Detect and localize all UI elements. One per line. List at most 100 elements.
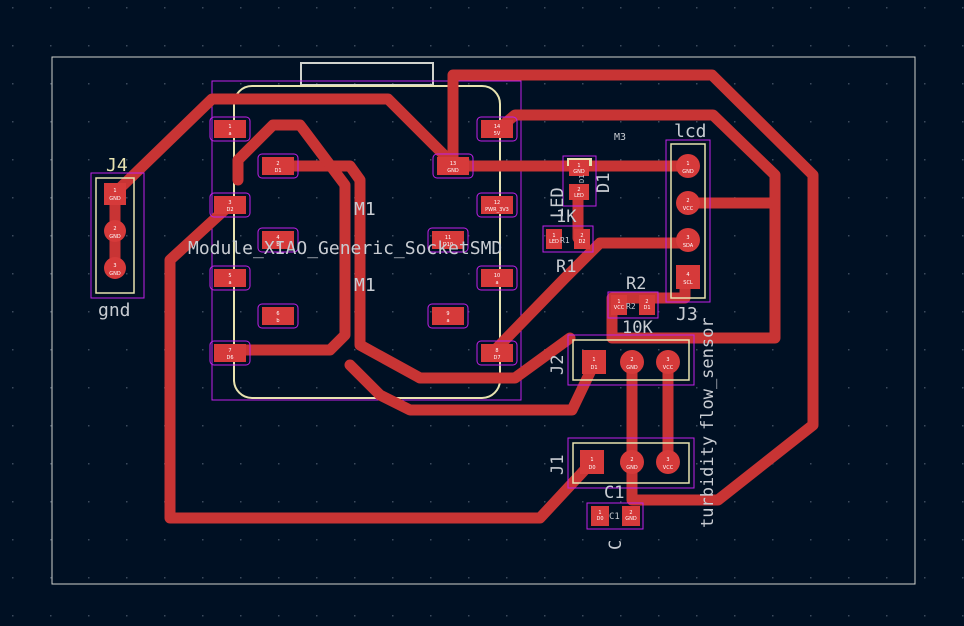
j2-pad-2[interactable] xyxy=(620,350,644,374)
j4-pad-2[interactable] xyxy=(104,220,126,242)
module-pad-copper[interactable] xyxy=(481,196,513,214)
grid-dot xyxy=(316,121,318,123)
module-pad-7[interactable]: 7D6 xyxy=(209,340,251,366)
module-pad-2[interactable]: 2D1 xyxy=(257,153,299,179)
grid-dot xyxy=(392,577,394,579)
j1-pad-2[interactable] xyxy=(620,450,644,474)
grid-dot xyxy=(430,121,432,123)
connector-lcd[interactable]: 1 GND 2 VCC 3 SDA 4 SCL xyxy=(665,139,711,303)
grid-dot xyxy=(848,159,850,161)
module-pad-outline xyxy=(209,192,251,218)
module-pad-copper[interactable] xyxy=(214,269,246,287)
grid-dot xyxy=(316,45,318,47)
module-pad-8[interactable]: 8D7 xyxy=(476,340,518,366)
grid-dot xyxy=(12,45,14,47)
component-c1[interactable]: 1 D0 2 GND xyxy=(586,502,644,530)
grid-dot xyxy=(620,235,622,237)
lcd-pad-1[interactable] xyxy=(676,154,700,178)
c1-pad-1[interactable] xyxy=(591,506,609,526)
grid-dot xyxy=(620,121,622,123)
module-pad-10[interactable]: 10a xyxy=(476,265,518,291)
module-pad-copper[interactable] xyxy=(262,231,294,249)
grid-dot xyxy=(126,311,128,313)
component-r2[interactable]: 1 VCC 2 D1 xyxy=(607,291,659,319)
module-pad-copper[interactable] xyxy=(481,269,513,287)
j1-pad-3[interactable] xyxy=(656,450,680,474)
module-pad-3[interactable]: 3D2 xyxy=(209,192,251,218)
r2-pad-1-name: VCC xyxy=(614,305,625,311)
j3-label: J3 xyxy=(676,304,698,325)
module-courtyard xyxy=(211,80,522,401)
grid-dot xyxy=(392,83,394,85)
module-pad-copper[interactable] xyxy=(481,344,513,362)
j4-pad-3[interactable] xyxy=(104,257,126,279)
j4-pad-1-name: GND xyxy=(109,196,121,202)
module-pad-1[interactable]: 1a xyxy=(209,116,251,142)
c1-pad-2[interactable] xyxy=(622,506,640,526)
j1-label: J1 xyxy=(548,455,568,475)
grid-dot xyxy=(88,463,90,465)
module-pad-copper[interactable] xyxy=(432,307,464,325)
module-pad-copper[interactable] xyxy=(214,196,246,214)
module-pad-outline xyxy=(432,153,474,179)
grid-dot xyxy=(886,501,888,503)
module-pad-copper[interactable] xyxy=(262,157,294,175)
grid-dot xyxy=(924,349,926,351)
grid-dot xyxy=(658,121,660,123)
module-pad-6[interactable]: 6b xyxy=(257,303,299,329)
board-outline[interactable] xyxy=(51,56,916,585)
module-pad-outline xyxy=(257,227,299,253)
j2-pad-3[interactable] xyxy=(656,350,680,374)
grid-dot xyxy=(50,539,52,541)
grid-dot xyxy=(430,7,432,9)
d1-pad-2[interactable] xyxy=(569,184,589,200)
component-d1[interactable]: 1 GND 2 LED xyxy=(562,155,597,207)
grid-dot xyxy=(278,7,280,9)
grid-dot xyxy=(810,45,812,47)
j1-pad-1[interactable] xyxy=(580,450,604,474)
r2-pad-2[interactable] xyxy=(639,295,655,315)
grid-dot xyxy=(468,463,470,465)
module-pad-5[interactable]: 5a xyxy=(209,265,251,291)
module-pad-num: 8 xyxy=(495,348,498,354)
module-pad-copper[interactable] xyxy=(432,231,464,249)
grid-dot xyxy=(240,577,242,579)
r1-pad-1[interactable] xyxy=(546,229,562,249)
track-j4-gnd xyxy=(109,93,691,199)
module-pad-9[interactable]: 9a xyxy=(427,303,469,329)
module-pad-copper[interactable] xyxy=(437,157,469,175)
grid-dot xyxy=(696,615,698,617)
r2-pad-1-num: 1 xyxy=(617,299,620,305)
grid-dot xyxy=(848,45,850,47)
grid-dot xyxy=(582,121,584,123)
lcd-pad-4[interactable] xyxy=(676,265,700,289)
grid-dot xyxy=(12,615,14,617)
component-r1[interactable]: 1 LED 2 D2 xyxy=(542,225,594,253)
connector-j2[interactable]: 1 D1 2 GND 3 VCC xyxy=(567,334,695,386)
module-pad-num: 13 xyxy=(450,161,456,167)
module-pad-copper[interactable] xyxy=(481,120,513,138)
lcd-pad-2[interactable] xyxy=(676,191,700,215)
module-pad-copper[interactable] xyxy=(214,120,246,138)
j2-pad-1[interactable] xyxy=(582,350,606,374)
grid-dot xyxy=(772,425,774,427)
r2-pad-1[interactable] xyxy=(611,295,627,315)
lcd-pad-3[interactable] xyxy=(676,228,700,252)
connector-j1[interactable]: 1 D0 2 GND 3 VCC xyxy=(567,437,695,489)
module-pad-4[interactable]: 4b xyxy=(257,227,299,253)
r1-pad-2[interactable] xyxy=(574,229,590,249)
grid-dot xyxy=(886,463,888,465)
j4-pad-1[interactable] xyxy=(104,183,126,205)
module-pad-copper[interactable] xyxy=(262,307,294,325)
d1-pad-1[interactable] xyxy=(569,160,589,176)
grid-dot xyxy=(848,425,850,427)
module-pad-copper[interactable] xyxy=(214,344,246,362)
grid-dot xyxy=(696,349,698,351)
grid-dot xyxy=(696,83,698,85)
connector-j4[interactable]: 1 GND 2 GND 3 GND xyxy=(90,172,145,299)
